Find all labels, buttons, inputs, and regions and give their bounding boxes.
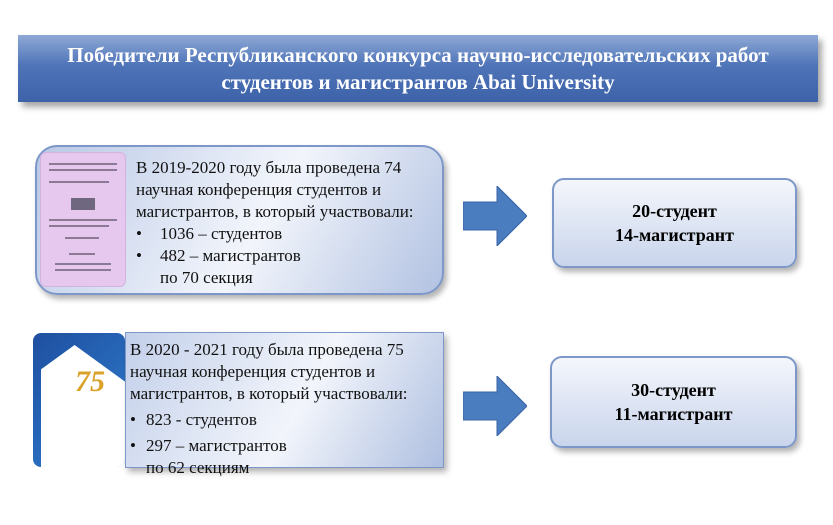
sections-text: по 62 секциям xyxy=(146,458,250,477)
program-cover-2019-image xyxy=(40,152,126,287)
text-line: магистрантов, в который участвовали: xyxy=(130,384,408,403)
winners-masters: 11-магистрант xyxy=(614,404,733,424)
title-line-2: студентов и магистрантов Abai University xyxy=(221,69,615,94)
slide-title: Победители Республиканского конкурса нау… xyxy=(18,35,818,102)
winners-masters: 14-магистрант xyxy=(615,225,734,245)
conference-2020-text: В 2020 - 2021 году была проведена 75 нау… xyxy=(130,339,408,479)
program-cover-2020-image: 75 xyxy=(33,333,125,467)
right-arrow-icon xyxy=(463,376,527,436)
right-arrow-icon xyxy=(463,186,527,246)
text-line: В 2019-2020 году была проведена 74 xyxy=(136,158,402,177)
winners-students: 30-студент xyxy=(631,380,716,400)
sections-text: по 70 секция xyxy=(160,268,253,287)
bullet-students: 1036 – студентов xyxy=(136,223,414,245)
text-line: научная конференция студентов и xyxy=(136,180,382,199)
bullet-masters: 297 – магистрантов xyxy=(130,435,408,457)
winners-students: 20-студент xyxy=(632,201,717,221)
bullet-masters: 482 – магистрантов xyxy=(136,245,414,267)
bullet-students: 823 - студентов xyxy=(130,409,408,431)
winners-2020-box: 30-студент 11-магистрант xyxy=(550,356,797,448)
conference-2019-text: В 2019-2020 году была проведена 74 научн… xyxy=(136,157,414,289)
text-line: научная конференция студентов и xyxy=(130,362,376,381)
cover-75-logo: 75 xyxy=(75,365,105,398)
text-line: В 2020 - 2021 году была проведена 75 xyxy=(130,340,404,359)
title-line-1: Победители Республиканского конкурса нау… xyxy=(67,42,769,67)
winners-2019-box: 20-студент 14-магистрант xyxy=(552,178,797,268)
text-line: магистрантов, в который участвовали: xyxy=(136,202,414,221)
